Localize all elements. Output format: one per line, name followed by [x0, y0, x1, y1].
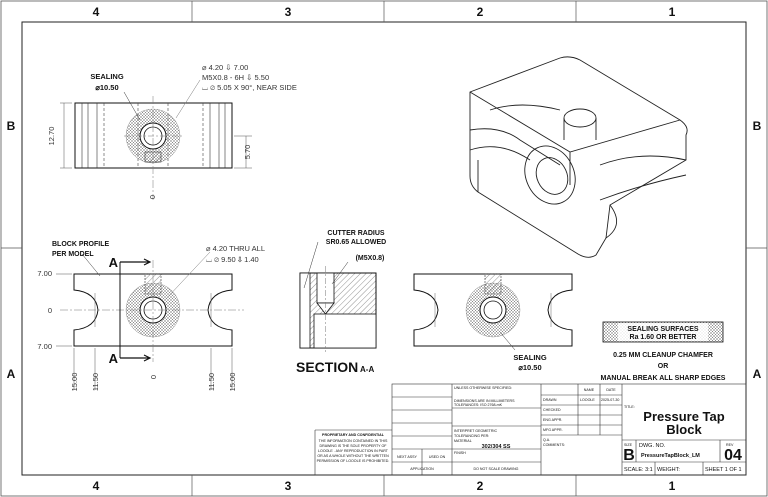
tb-material: 302/304 SS — [482, 444, 511, 450]
zone-row-label: A — [7, 367, 16, 381]
tb-proprietary-title: PROPRIETARY AND CONFIDENTIAL — [322, 433, 385, 437]
back-view — [413, 273, 573, 351]
tb-proprietary-text: OR AS A WHOLE WITHOUT THE WRITTEN — [317, 454, 389, 458]
drawing-title-line2: Block — [666, 422, 702, 437]
zone-col-label: 2 — [477, 5, 484, 19]
zone-row-label: A — [753, 367, 762, 381]
tb-size: B — [623, 447, 635, 464]
section-marker-top: A — [109, 255, 119, 270]
zone-col-label: 3 — [285, 479, 292, 493]
tb-material-lbl: MATERIAL — [454, 439, 472, 443]
tb-unless: UNLESS OTHERWISE SPECIFIED: — [454, 386, 512, 390]
top-hole-callout-2: M5X0.8 - 6H ⇩ 5.50 — [202, 73, 269, 82]
top-view — [60, 79, 252, 200]
thru-callout-2: ⌴ ⌀ 9.50 ⇩ 1.40 — [206, 255, 259, 264]
top-zero-dim: 0 — [148, 195, 157, 199]
tb-size-lbl: SIZE — [624, 443, 633, 447]
tb-proprietary-text: LOOOLE . ANY REPRODUCTION IN PART — [318, 449, 389, 453]
tb-application: APPLICATION — [410, 467, 434, 471]
tb-scale: SCALE: 3:1 — [624, 467, 653, 473]
tb-title-lbl: TITLE: — [624, 405, 635, 409]
zone-col-label: 1 — [669, 479, 676, 493]
tb-name-hdr: NAME — [584, 388, 595, 392]
chamfer-note-1: 0.25 MM CLEANUP CHAMFER — [613, 352, 713, 359]
tb-finish-lbl: FINISH — [454, 451, 466, 455]
tb-eng-appr: ENG APPR. — [543, 418, 562, 422]
tb-checked: CHECKED — [543, 408, 561, 412]
tb-tol-per: TOLERANCING PER: — [454, 434, 489, 438]
tb-drawn-name: LOOOLE — [580, 398, 595, 402]
zone-col-label: 4 — [93, 5, 100, 19]
thru-callout-1: ⌀ 4.20 THRU ALL — [206, 244, 265, 253]
zone-col-label: 3 — [285, 5, 292, 19]
block-profile-label-1: BLOCK PROFILE — [52, 241, 109, 248]
tb-proprietary-text: PERMISSION OF LOOOLE IS PROHIBITED. — [317, 459, 390, 463]
tb-do-not-scale: DO NOT SCALE DRAWING — [474, 467, 519, 471]
inner-border — [21, 21, 747, 476]
surface-note-1: SEALING SURFACES — [627, 326, 699, 333]
title-block-grid — [314, 383, 747, 476]
tb-rev-lbl: REV — [726, 443, 734, 447]
tb-comments: COMMENTS: — [543, 443, 565, 447]
tb-proprietary-text: DRAWING IS THE SOLE PROPERTY OF — [320, 444, 388, 448]
zone-col-label: 4 — [93, 479, 100, 493]
tb-proprietary-text: THE INFORMATION CONTAINED IN THIS — [319, 439, 388, 443]
block-profile-label-2: PER MODEL — [52, 251, 94, 258]
tb-drawn: DRAWN — [543, 398, 557, 402]
drawing-title-line1: Pressure Tap — [643, 409, 724, 424]
tb-next-assy: NEXT ASSY — [397, 455, 418, 459]
tb-rev: 04 — [724, 447, 742, 464]
tb-sheet: SHEET 1 OF 1 — [705, 467, 742, 473]
surface-note-2: Ra 1.60 OR BETTER — [630, 334, 697, 341]
isometric-view — [469, 56, 688, 258]
front-view — [56, 251, 244, 390]
cutter-note-2: SR0.65 ALLOWED — [326, 239, 386, 246]
cutter-note-1: CUTTER RADIUS — [327, 230, 384, 237]
top-sealing-label: SEALING — [90, 72, 124, 81]
back-sealing-dia: ⌀10.50 — [518, 363, 541, 372]
x-dim: 15.00 — [70, 373, 79, 392]
x-dim: 11.50 — [207, 373, 216, 391]
x-dim: 11.50 — [91, 373, 100, 391]
tb-qa: Q.A. — [543, 438, 550, 442]
y-dim: 0 — [48, 306, 52, 315]
top-height-dim: 12.70 — [47, 127, 56, 146]
tb-dwg-no: PressureTapBlock_LM — [641, 453, 700, 459]
section-marker-bottom: A — [109, 351, 119, 366]
y-dim: 7.00 — [37, 342, 52, 351]
chamfer-note-3: MANUAL BREAK ALL SHARP EDGES — [601, 375, 726, 382]
top-sealing-dia: ⌀10.50 — [95, 83, 118, 92]
x-dim: 15.00 — [228, 373, 237, 392]
x-dim: 0 — [149, 375, 158, 379]
tb-date-hdr: DATE — [606, 388, 616, 392]
tb-tolerances: TOLERANCES: ISO 2768-mK — [454, 403, 503, 407]
tb-used-on: USED ON — [429, 455, 446, 459]
top-hole-callout-3: ⌴ ⌀ 5.05 X 90°, NEAR SIDE — [202, 83, 297, 92]
top-offset-dim: 5.70 — [243, 145, 252, 160]
section-title: SECTION — [296, 359, 358, 375]
y-dim: 7.00 — [37, 269, 52, 278]
top-hole-callout-1: ⌀ 4.20 ⇩ 7.00 — [202, 63, 248, 72]
zone-row-label: B — [7, 119, 16, 133]
surface-note-box-bg — [618, 323, 708, 341]
section-sub: A-A — [360, 365, 374, 374]
thread-note: (M5X0.8) — [356, 255, 385, 262]
zone-col-label: 2 — [477, 479, 484, 493]
tb-interpret: INTERPRET GEOMETRIC — [454, 429, 497, 433]
tb-mfg-appr: MFG APPR. — [543, 428, 563, 432]
zone-col-label: 1 — [669, 5, 676, 19]
tb-weight: WEIGHT: — [657, 467, 680, 473]
section-view — [299, 241, 377, 352]
tb-dimensions: DIMENSIONS ARE IN MILLIMETERS — [454, 399, 515, 403]
tb-drawn-date: 2025-07-30 — [601, 398, 619, 402]
chamfer-note-2: OR — [658, 363, 669, 370]
back-sealing-label: SEALING — [513, 353, 547, 362]
tb-dwg-lbl: DWG. NO. — [639, 443, 666, 449]
zone-row-label: B — [753, 119, 762, 133]
